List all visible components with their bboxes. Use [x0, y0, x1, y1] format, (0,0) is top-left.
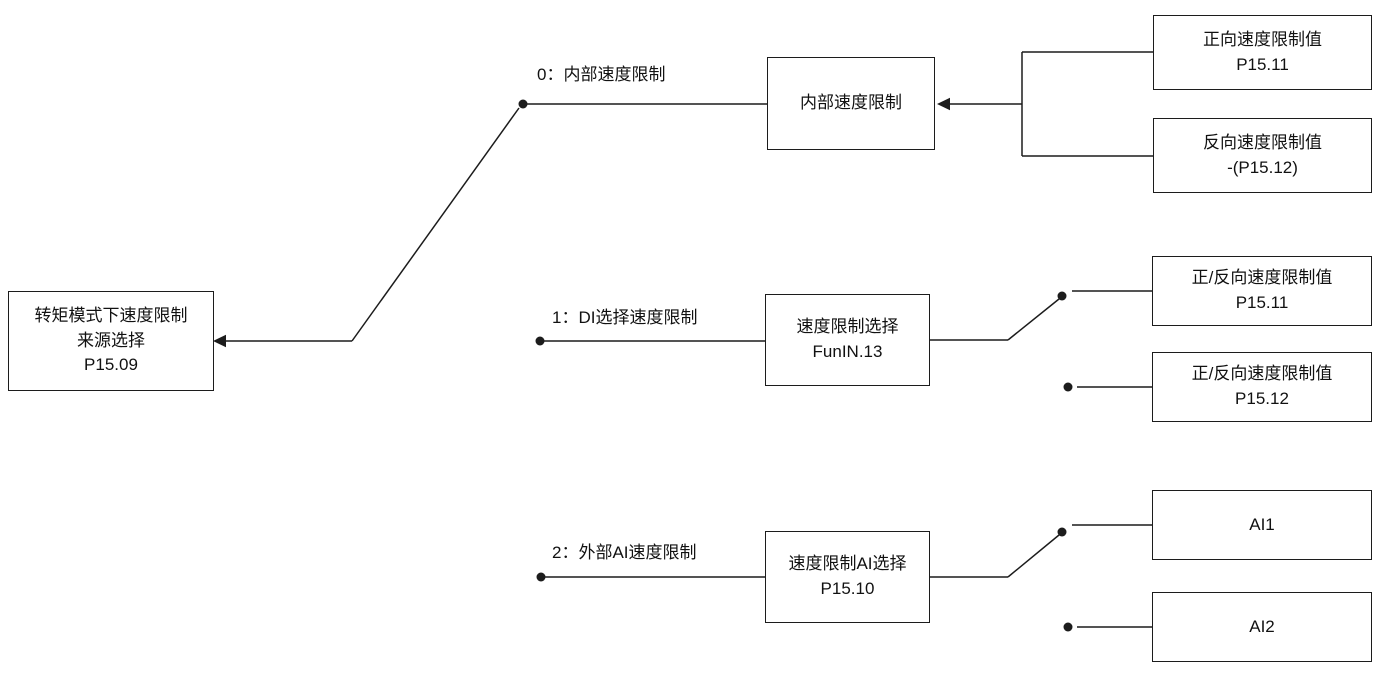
di-speed-limit-select-line2: FunIN.13	[812, 342, 883, 361]
selector-dot-1	[535, 336, 545, 346]
reverse-speed-limit-line1: 反向速度限制值	[1203, 132, 1322, 152]
ai2-box: AI2	[1152, 592, 1372, 662]
branch1-upper-contact-dot	[1057, 291, 1067, 301]
selector-dot-0	[518, 99, 528, 109]
internal-speed-limit-line1: 内部速度限制	[800, 93, 902, 113]
ai-speed-limit-select-line2: P15.10	[820, 579, 875, 598]
ai2-label: AI2	[1249, 616, 1275, 636]
source-select-box: 转矩模式下速度限制 来源选择 P15.09	[8, 291, 214, 391]
forward-speed-limit-box: 正向速度限制值 P15.11	[1153, 15, 1372, 90]
fwd-rev-speed-limit-p1511-box: 正/反向速度限制值 P15.11	[1152, 256, 1372, 326]
source-select-line2: 来源选择	[77, 330, 145, 350]
selector-dots	[518, 99, 1073, 632]
ai1-box: AI1	[1152, 490, 1372, 560]
arrowhead-into-internal-limit-box	[937, 97, 950, 111]
selector-label-1: 1：DI选择速度限制	[552, 308, 698, 327]
forward-speed-limit-line1: 正向速度限制值	[1203, 29, 1322, 49]
wire-selector-arm	[351, 107, 520, 342]
forward-speed-limit-line2: P15.11	[1236, 54, 1289, 74]
fwd-rev-speed-limit-p1511-line1: 正/反向速度限制值	[1191, 268, 1333, 288]
reverse-speed-limit-line2: -(P15.12)	[1227, 157, 1298, 177]
ai1-label: AI1	[1249, 514, 1275, 534]
ai-speed-limit-select-line1: 速度限制AI选择	[788, 554, 907, 574]
ai-speed-limit-select-box: 速度限制AI选择 P15.10	[765, 531, 930, 623]
wire-branch1-switch-arm	[1007, 298, 1060, 341]
arrowhead-into-source-box	[213, 334, 226, 348]
fwd-rev-speed-limit-p1512-line1: 正/反向速度限制值	[1191, 364, 1333, 384]
wire-branch2-switch-arm	[1007, 534, 1060, 578]
source-select-line3: P15.09	[84, 355, 138, 375]
reverse-speed-limit-box: 反向速度限制值 -(P15.12)	[1153, 118, 1372, 193]
arrowheads	[213, 97, 950, 348]
branch2-upper-contact-dot	[1057, 527, 1067, 537]
fwd-rev-speed-limit-p1512-box: 正/反向速度限制值 P15.12	[1152, 352, 1372, 422]
wire-lines	[226, 51, 1153, 628]
di-speed-limit-select-line1: 速度限制选择	[796, 317, 899, 337]
selector-dot-2	[536, 572, 546, 582]
fwd-rev-speed-limit-p1511-line2: P15.11	[1235, 293, 1289, 312]
di-speed-limit-select-box: 速度限制选择 FunIN.13	[765, 294, 930, 386]
branch1-lower-contact-dot	[1063, 382, 1073, 392]
source-select-line1: 转矩模式下速度限制	[34, 306, 188, 326]
branch2-lower-contact-dot	[1063, 622, 1073, 632]
selector-label-0: 0：内部速度限制	[537, 65, 666, 84]
internal-speed-limit-box: 内部速度限制	[767, 57, 935, 150]
fwd-rev-speed-limit-p1512-line2: P15.12	[1235, 389, 1289, 408]
selector-label-2: 2：外部AI速度限制	[552, 543, 697, 562]
